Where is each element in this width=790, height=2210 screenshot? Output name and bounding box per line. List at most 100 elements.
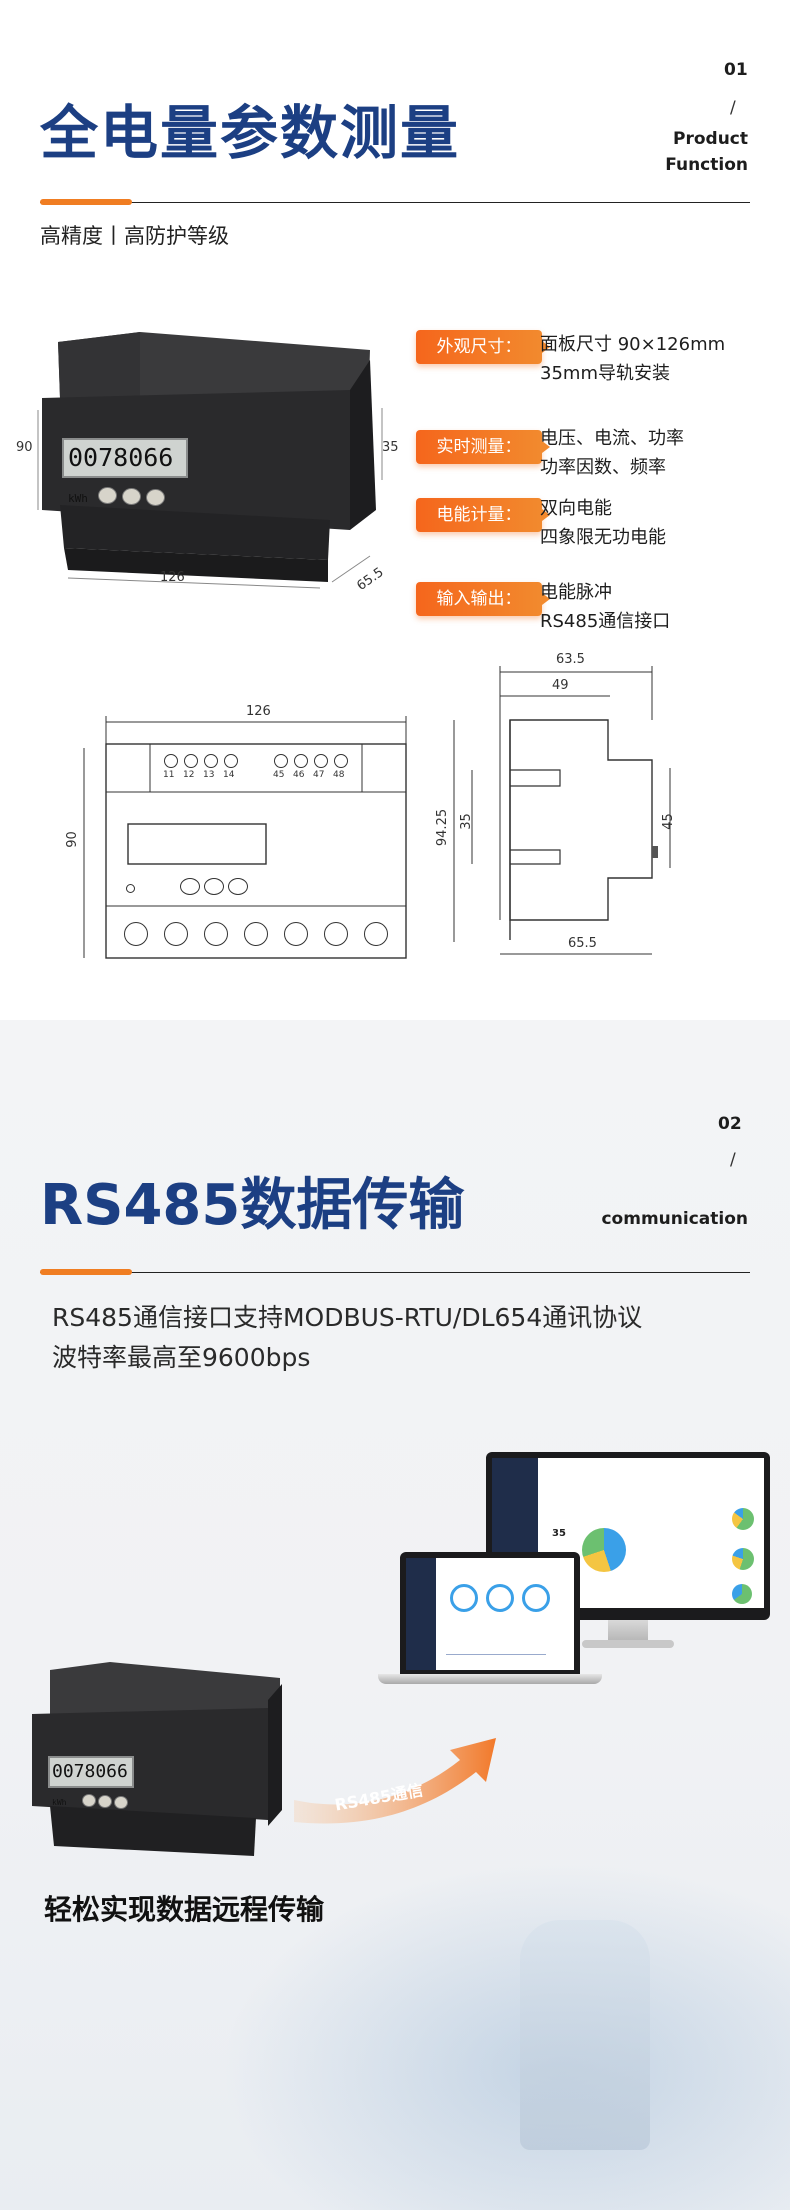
pie-chart [582,1528,626,1572]
donut-3 [732,1584,752,1604]
arrow-shape [294,1738,496,1824]
title-divider [40,1272,750,1273]
lcd-unit: kWh [68,492,88,505]
spec-line: 35mm导轨安装 [540,363,670,384]
section-slash: / [730,98,736,118]
indicator-dot [126,884,135,893]
terminal-label: 11 [163,770,175,780]
page-title: 全电量参数测量 [40,99,461,167]
lcd-display: 0078066 kWh [62,438,188,505]
hand-graphic [520,1920,650,2150]
section-title: RS485数据传输 [40,1173,465,1238]
meter-button [114,1796,128,1809]
meter-button-1 [98,487,117,504]
section-product-function: 01 / Product Function 全电量参数测量 高精度丨高防护等级 … [0,0,790,1020]
side-bottom-label: 65.5 [568,936,597,951]
laptop-gauge [486,1584,514,1612]
side-height-label: 94.25 [435,808,451,847]
side-inner-label: 49 [552,678,569,693]
meter-photo: 0078066 kWh [30,1660,290,1860]
front-drawing: 126 90 11 12 13 14 45 46 47 48 [60,700,420,970]
front-height-label: 90 [64,831,80,848]
rs485-arrow: RS485通信 [290,1720,510,1830]
meter-button [82,1794,96,1807]
title-accent-bar [40,199,132,205]
spec-tag-measure: 实时测量： [416,430,550,464]
bottom-text: 轻松实现数据远程传输 [44,1893,325,1926]
terminal-screw [184,754,198,768]
spec-line: RS485通信接口 [540,611,671,632]
spec-line: 四象限无功电能 [540,527,666,548]
spec-line: 功率因数、频率 [540,457,666,478]
spec-line: 面板尺寸 90×126mm [540,334,726,355]
side-rail-label: 35 [458,813,474,830]
monitor-gauge-value: 35 [552,1528,566,1539]
front-drawing-lines [83,716,407,959]
terminal-label: 46 [293,770,305,780]
side-top-label: 63.5 [556,652,585,667]
lcd-value: 0078066 [68,443,174,472]
bottom-screw [284,922,308,946]
bottom-screw [124,922,148,946]
terminal-screw [294,754,308,768]
lcd-unit: kWh [52,1798,67,1807]
spec-line: 双向电能 [540,498,612,519]
title-accent-bar [40,1269,132,1275]
circuit-background [220,1860,790,2210]
meter-button-3 [146,489,165,506]
meter-button-2 [122,488,141,505]
donut-2 [732,1548,754,1570]
section-number: 01 [724,60,748,80]
section-en-title: Product Function [665,126,748,178]
terminal-label: 12 [183,770,195,780]
lcd-value: 0078066 [52,1761,128,1782]
bottom-screw [324,922,348,946]
terminal-label: 14 [223,770,235,780]
side-right-label: 45 [660,813,676,830]
meter-button [98,1795,112,1808]
description-line2: 波特率最高至9600bps [52,1343,311,1372]
sketch-button [180,878,200,895]
front-width-label: 126 [246,704,271,719]
spec-energy-text: 双向电能 四象限无功电能 [540,494,666,552]
terminal-screw [274,754,288,768]
bottom-screw [204,922,228,946]
dim-side: 35 [382,440,399,455]
en-title-line2: Function [665,155,748,175]
section-communication: 02 / communication RS485数据传输 RS485通信接口支持… [0,1020,790,2210]
side-drawing-lines [453,666,671,955]
terminal-screw [334,754,348,768]
monitor-stand [608,1620,648,1642]
terminal-screw [164,754,178,768]
laptop-screen [406,1558,574,1670]
spec-line: 电能脉冲 [540,582,612,603]
section-en-title: communication [601,1209,748,1229]
spec-tag-io: 输入输出： [416,582,550,616]
laptop-gauge [522,1584,550,1612]
subtitle: 高精度丨高防护等级 [40,224,229,248]
spec-size-text: 面板尺寸 90×126mm 35mm导轨安装 [540,330,725,388]
lcd-display-2: 0078066 kWh [48,1756,134,1807]
meter-illustration-2 [32,1662,282,1856]
laptop [378,1552,602,1702]
spec-tag-energy: 电能计量： [416,498,550,532]
product-image: 0078066 kWh 90 126 35 65.5 [10,320,410,600]
dim-width: 126 [160,570,185,585]
spec-io-text: 电能脉冲 RS485通信接口 [540,578,670,636]
terminal-screw [204,754,218,768]
donut-1 [732,1508,754,1530]
terminal-screw [314,754,328,768]
laptop-gauge [450,1584,478,1612]
section-slash: / [730,1150,736,1170]
terminal-label: 13 [203,770,215,780]
bottom-screw [164,922,188,946]
laptop-sidebar [406,1558,436,1670]
section-number: 02 [718,1114,742,1134]
spec-measure-text: 电压、电流、功率 功率因数、频率 [540,424,684,482]
terminal-label: 45 [273,770,285,780]
laptop-base [378,1674,602,1684]
description: RS485通信接口支持MODBUS-RTU/DL654通讯协议 波特率最高至96… [52,1298,642,1378]
laptop-line-chart [446,1624,546,1655]
terminal-label: 48 [333,770,345,780]
dim-height: 90 [16,440,33,455]
